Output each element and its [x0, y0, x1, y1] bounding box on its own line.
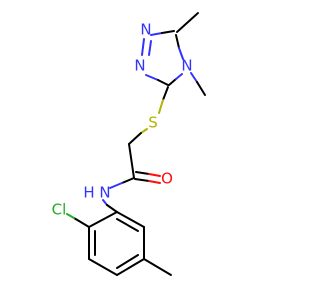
- atom-nh-label: N: [99, 184, 110, 202]
- bond-c-o-b: [148, 180, 161, 184]
- bond-n1-c5-a: [150, 32, 163, 36]
- atom-n2-label: N: [134, 57, 145, 75]
- bond-c-n-b: [109, 182, 123, 189]
- bond-c-o-double-a: [135, 171, 150, 175]
- bond-n2-c3-b: [157, 79, 169, 86]
- atom-cl-label: Cl: [52, 201, 67, 219]
- bond-ar-cl-a: [73, 217, 90, 228]
- bond-n-aryl-a: [102, 199, 108, 206]
- bond-c-o-a: [134, 178, 150, 182]
- atom-h-label: H: [83, 184, 94, 202]
- bond-c-o-double-b: [148, 173, 161, 177]
- bond-ar-6-1-inner: [116, 218, 139, 232]
- bond-c5-n4-a: [175, 34, 180, 49]
- bond-c5-methyl: [176, 12, 199, 33]
- molecule-canvas: N N N S O N H Cl: [52, 12, 206, 276]
- bond-c3-n4-a: [168, 78, 177, 86]
- atom-o-label: O: [161, 170, 173, 188]
- structure-drawing: N N N S O N H Cl: [52, 12, 206, 276]
- bond-ar-cl-b: [66, 213, 75, 219]
- bond-ar-methyl: [143, 258, 172, 276]
- bond-ar-1-2: [88, 211, 118, 228]
- atom-n4-label: N: [181, 57, 192, 75]
- bond-ar-4-5-inner: [116, 254, 139, 269]
- bond-ar-4-5: [116, 258, 145, 276]
- bond-n4-methyl-a: [190, 72, 198, 83]
- bond-n2-c3-a: [145, 74, 159, 81]
- bond-ar-3-4: [88, 258, 118, 276]
- bond-c3-s-b: [158, 99, 164, 114]
- atom-n1-label: N: [140, 21, 151, 39]
- bond-c5-n4-b: [178, 47, 184, 60]
- bond-ar-6-1: [116, 211, 145, 228]
- bond-c3-n4-b: [175, 73, 183, 80]
- bond-n1-c5-b: [161, 30, 175, 34]
- bond-c-n-a: [121, 177, 135, 184]
- atom-s-label: S: [148, 114, 158, 132]
- bond-c3-s-a: [162, 86, 169, 101]
- bond-n1-n2: [141, 38, 145, 56]
- bond-ch2-co: [128, 143, 135, 179]
- bond-s-ch2-b: [128, 132, 142, 145]
- bond-s-ch2-a: [140, 128, 148, 134]
- bond-n1-n2-double: [148, 40, 152, 56]
- bond-n4-methyl-b: [196, 81, 206, 96]
- bond-n-aryl-b: [106, 204, 118, 213]
